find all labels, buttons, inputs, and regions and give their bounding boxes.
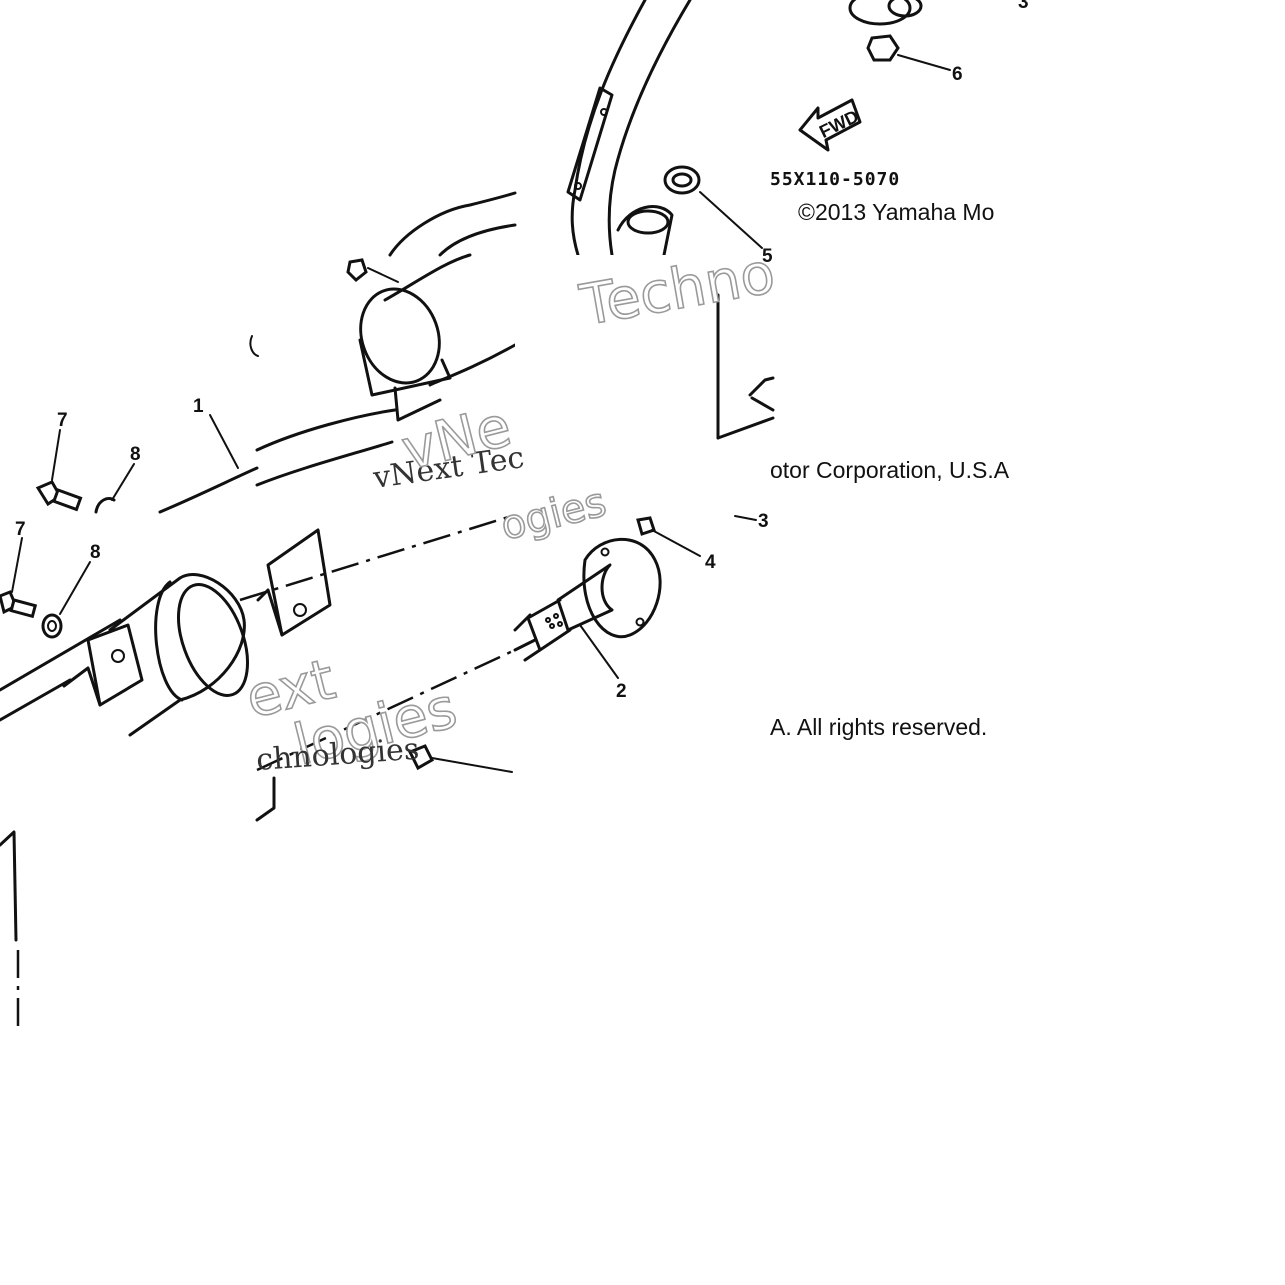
part-code: 55X110-5070: [770, 169, 900, 190]
tile-frame-edge: [515, 255, 775, 513]
copyright-line-3: A. All rights reserved.: [770, 714, 987, 740]
callout-5: 5: [762, 246, 773, 267]
callout-3: 3: [758, 511, 769, 532]
tile-end-cap: [513, 513, 773, 771]
tile-upper-pipe: [35, 191, 517, 514]
callout-3-top: 3: [1018, 0, 1029, 13]
callout-7a: 7: [57, 410, 68, 431]
callout-6: 6: [952, 64, 963, 85]
tile-bracket: [239, 513, 516, 773]
tile-silencer: [0, 515, 257, 770]
copyright-line-1: ©2013 Yamaha Mo: [798, 199, 994, 225]
callout-8b: 8: [90, 542, 101, 563]
callout-7b: 7: [15, 519, 26, 540]
callout-4: 4: [705, 552, 716, 573]
tile-muffler-body: [249, 253, 517, 513]
tile-frame-rod: [0, 773, 276, 1028]
callout-2: 2: [616, 681, 627, 702]
copyright-line-2: otor Corporation, U.S.A: [770, 457, 1010, 483]
callout-labels: 6 3 5 1 7 8 7 8 3 4 2: [15, 0, 1029, 702]
tile-header-pipe: [515, 0, 1030, 257]
callout-8a: 8: [130, 444, 141, 465]
callout-1: 1: [193, 396, 204, 417]
